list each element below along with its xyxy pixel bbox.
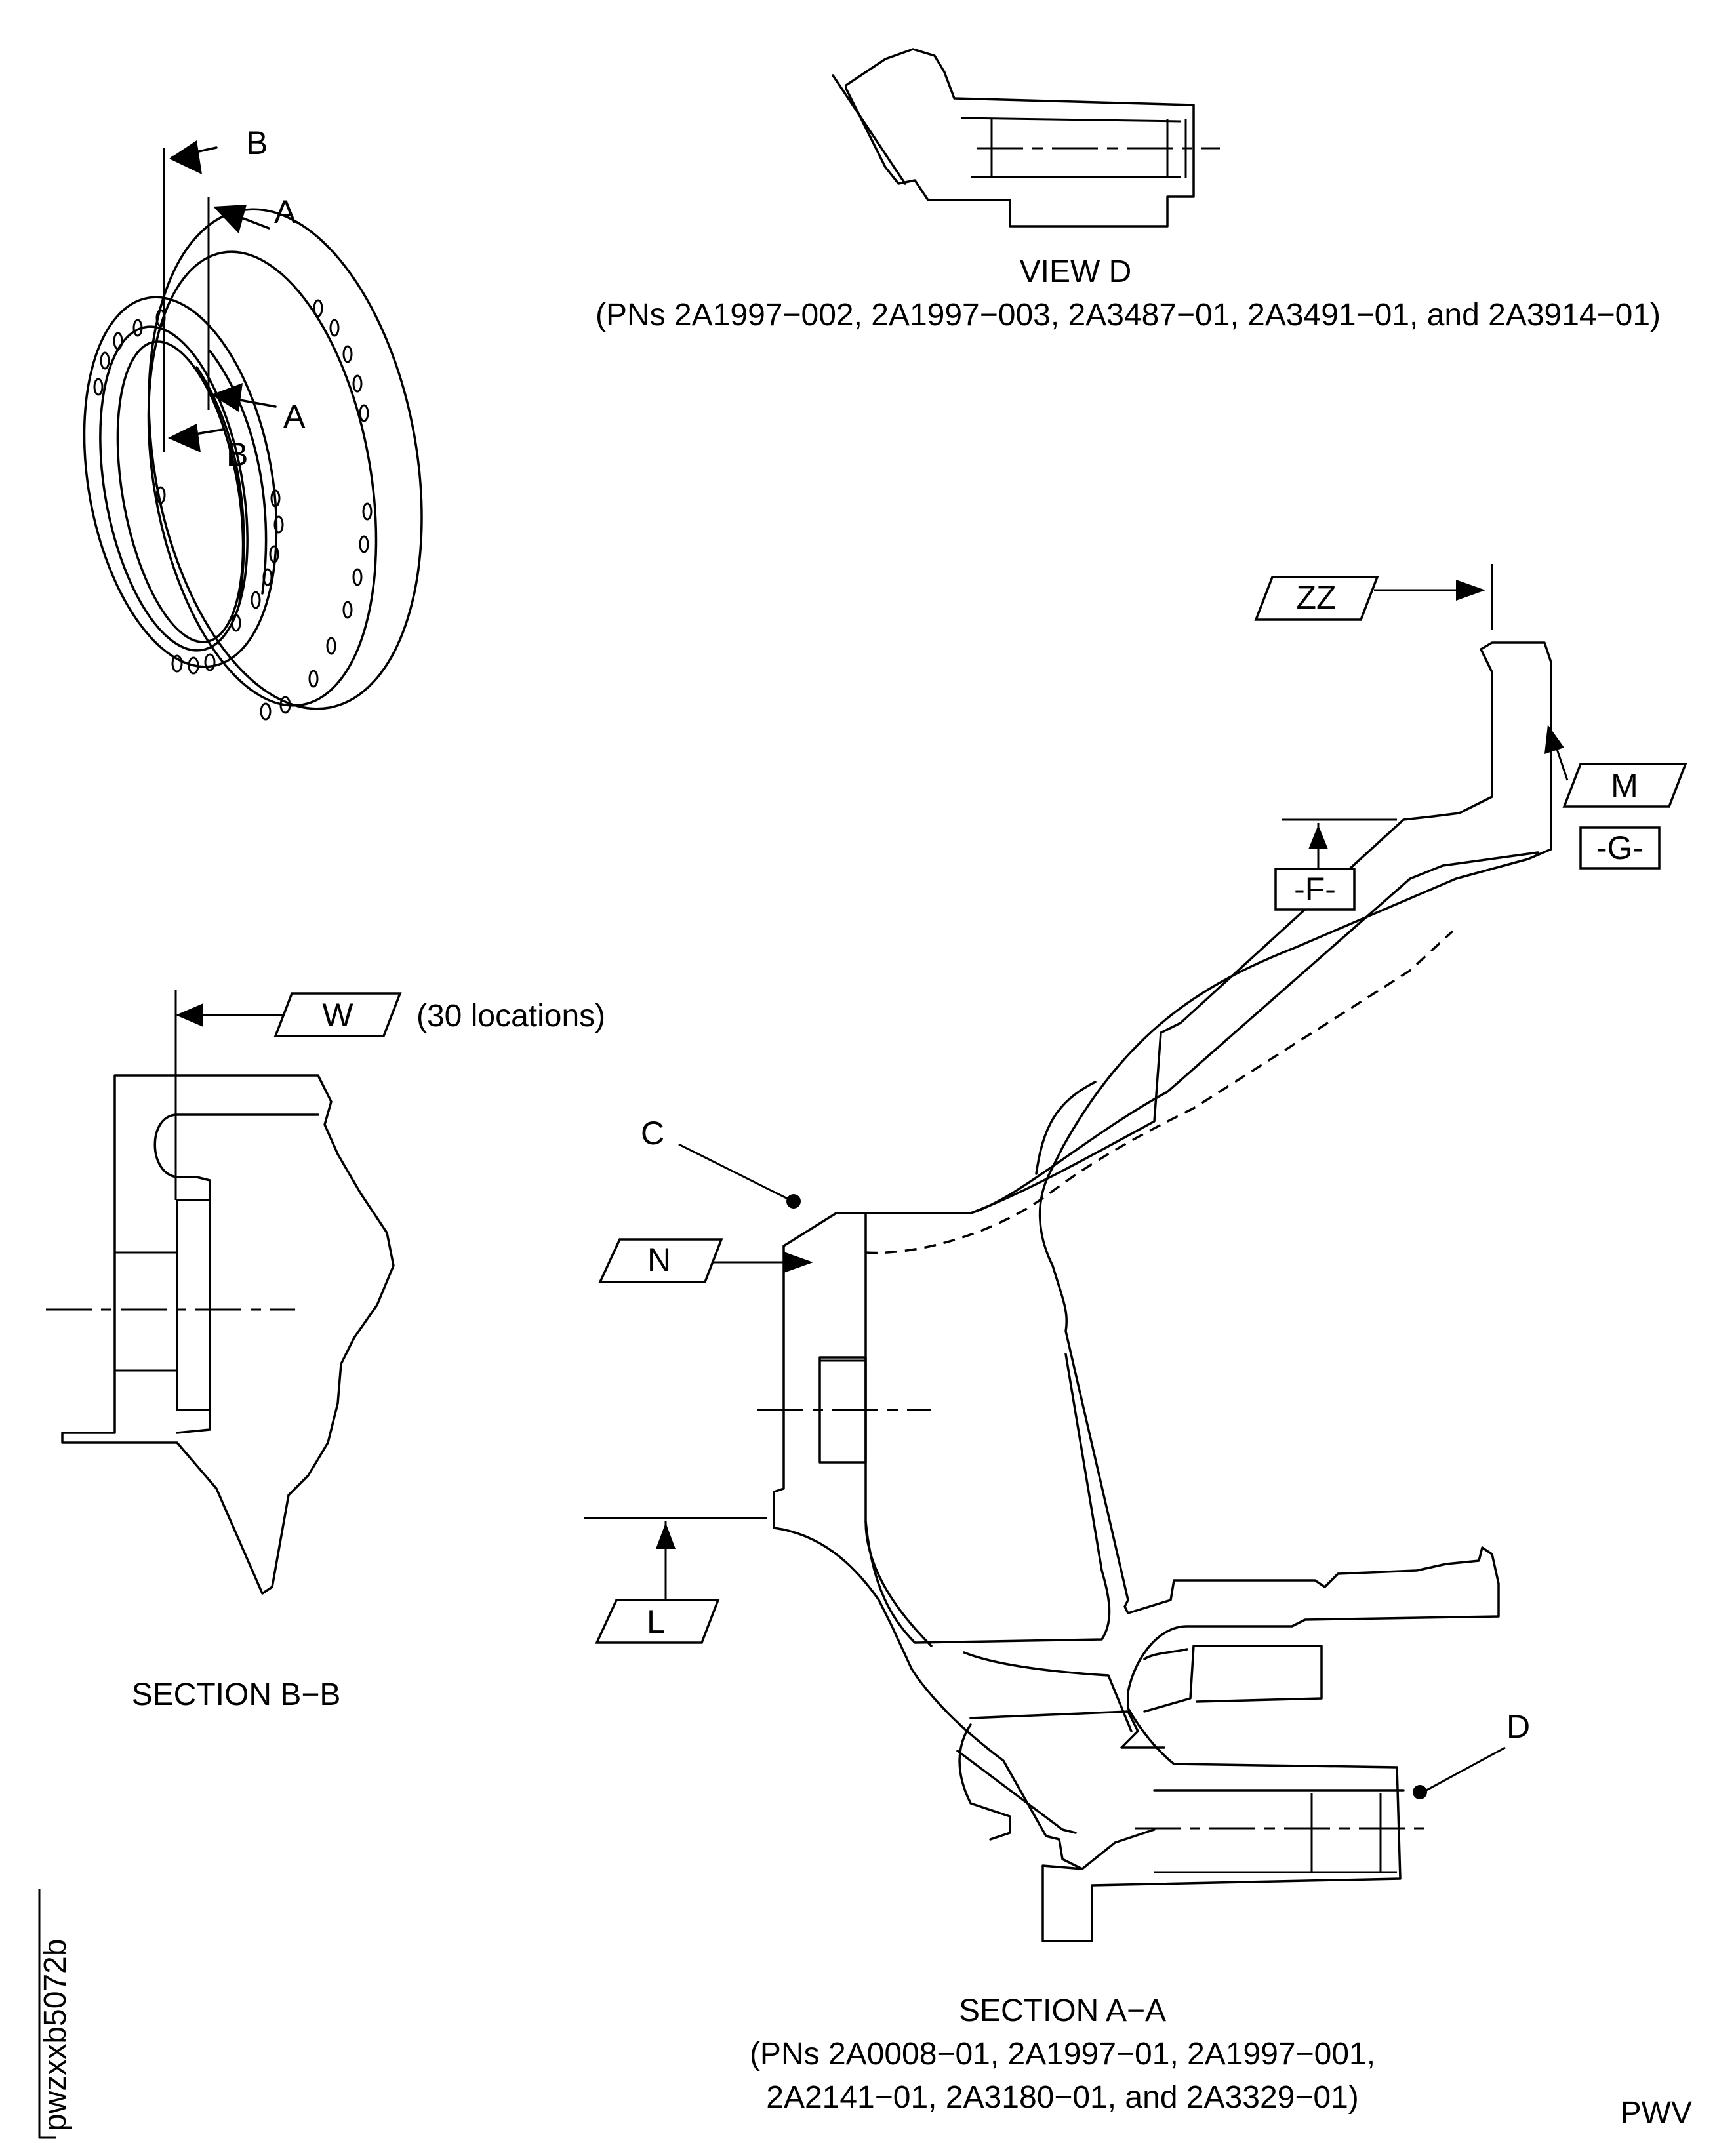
section-b-b-title: SECTION B−B [132, 1677, 341, 1712]
section-a-a-pns-line1: (PNs 2A0008−01, 2A1997−01, 2A1997−001, [750, 2037, 1375, 2072]
section-a-a-pns-line2: 2A2141−01, 2A3180−01, and 2A3329−01) [766, 2080, 1359, 2115]
cut-label-b-top: B [246, 125, 268, 161]
drawing-code-block: pwzxxb5072b [38, 1889, 73, 2139]
callout-c: C [641, 1115, 664, 1152]
cut-label-b-bottom: B [226, 436, 248, 473]
section-a-a-drawing: ZZ M -G- -F- N L C D [584, 564, 1687, 2115]
datum-zz: ZZ [1296, 579, 1336, 616]
datum-g: -G- [1596, 830, 1644, 866]
section-a-a-title: SECTION A−A [959, 1993, 1166, 2028]
cut-label-a-bottom: A [283, 398, 306, 435]
corner-code: PWV [1621, 2096, 1692, 2131]
section-b-b-drawing: W (30 locations) SECTION B−B [46, 990, 605, 1712]
view-d-pns: (PNs 2A1997−002, 2A1997−003, 2A3487−01, … [595, 298, 1661, 332]
datum-l: L [647, 1603, 665, 1640]
datum-w: W [322, 997, 353, 1033]
datum-f: -F- [1294, 871, 1336, 908]
side-drawing-code: pwzxxb5072b [38, 1938, 73, 2131]
view-d-title: VIEW D [1020, 254, 1132, 289]
bolt-holes [93, 299, 373, 721]
isometric-flange-view: B A A B [83, 125, 423, 721]
datum-n: N [647, 1241, 671, 1278]
w-locations-note: (30 locations) [416, 999, 605, 1033]
view-d-drawing: VIEW D (PNs 2A1997−002, 2A1997−003, 2A34… [595, 48, 1661, 332]
callout-d: D [1506, 1708, 1530, 1745]
datum-m: M [1611, 767, 1638, 804]
cut-label-a-top: A [274, 193, 296, 230]
